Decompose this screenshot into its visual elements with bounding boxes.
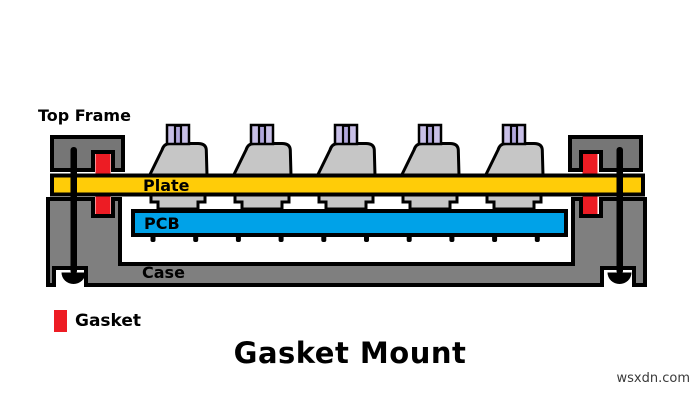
pcb-pins xyxy=(150,234,540,242)
plate-shape xyxy=(50,173,645,197)
plate-label: Plate xyxy=(143,176,190,195)
gaskets xyxy=(95,150,598,215)
pcb-shape xyxy=(131,209,568,237)
case-label: Case xyxy=(142,263,185,282)
gasket-right-upper xyxy=(582,150,598,175)
pcb-pin xyxy=(534,234,540,242)
gasket-legend-label: Gasket xyxy=(75,311,142,331)
diagram-title: Gasket Mount xyxy=(233,336,467,370)
gasket-legend: Gasket xyxy=(54,310,141,332)
pcb-pin xyxy=(492,234,498,242)
pcb-pin xyxy=(193,234,199,242)
screw-left-shaft xyxy=(70,147,77,274)
gasket-left-upper xyxy=(95,150,111,175)
screw-right xyxy=(607,147,632,284)
pcb-pin xyxy=(449,234,455,242)
gasket-left-lower xyxy=(95,195,111,215)
gasket-right-lower xyxy=(582,195,598,215)
top-frame-label: Top Frame xyxy=(38,106,131,125)
pcb-pin xyxy=(235,234,241,242)
pcb-pin xyxy=(321,234,327,242)
pcb-label: PCB xyxy=(144,214,180,233)
pcb-pin xyxy=(278,234,284,242)
watermark: wsxdn.com xyxy=(616,371,691,386)
pcb-pin xyxy=(406,234,412,242)
case-shape xyxy=(46,197,647,287)
screw-left xyxy=(61,147,86,284)
screw-right-shaft xyxy=(616,147,623,274)
top-frame-right-shape xyxy=(568,135,643,172)
pcb-pin xyxy=(150,234,156,242)
screw-right-head xyxy=(607,272,632,284)
screw-left-head xyxy=(61,272,86,284)
pcb-pin xyxy=(364,234,369,242)
top-frame-left-shape xyxy=(50,135,125,172)
gasket-legend-swatch xyxy=(54,310,67,332)
